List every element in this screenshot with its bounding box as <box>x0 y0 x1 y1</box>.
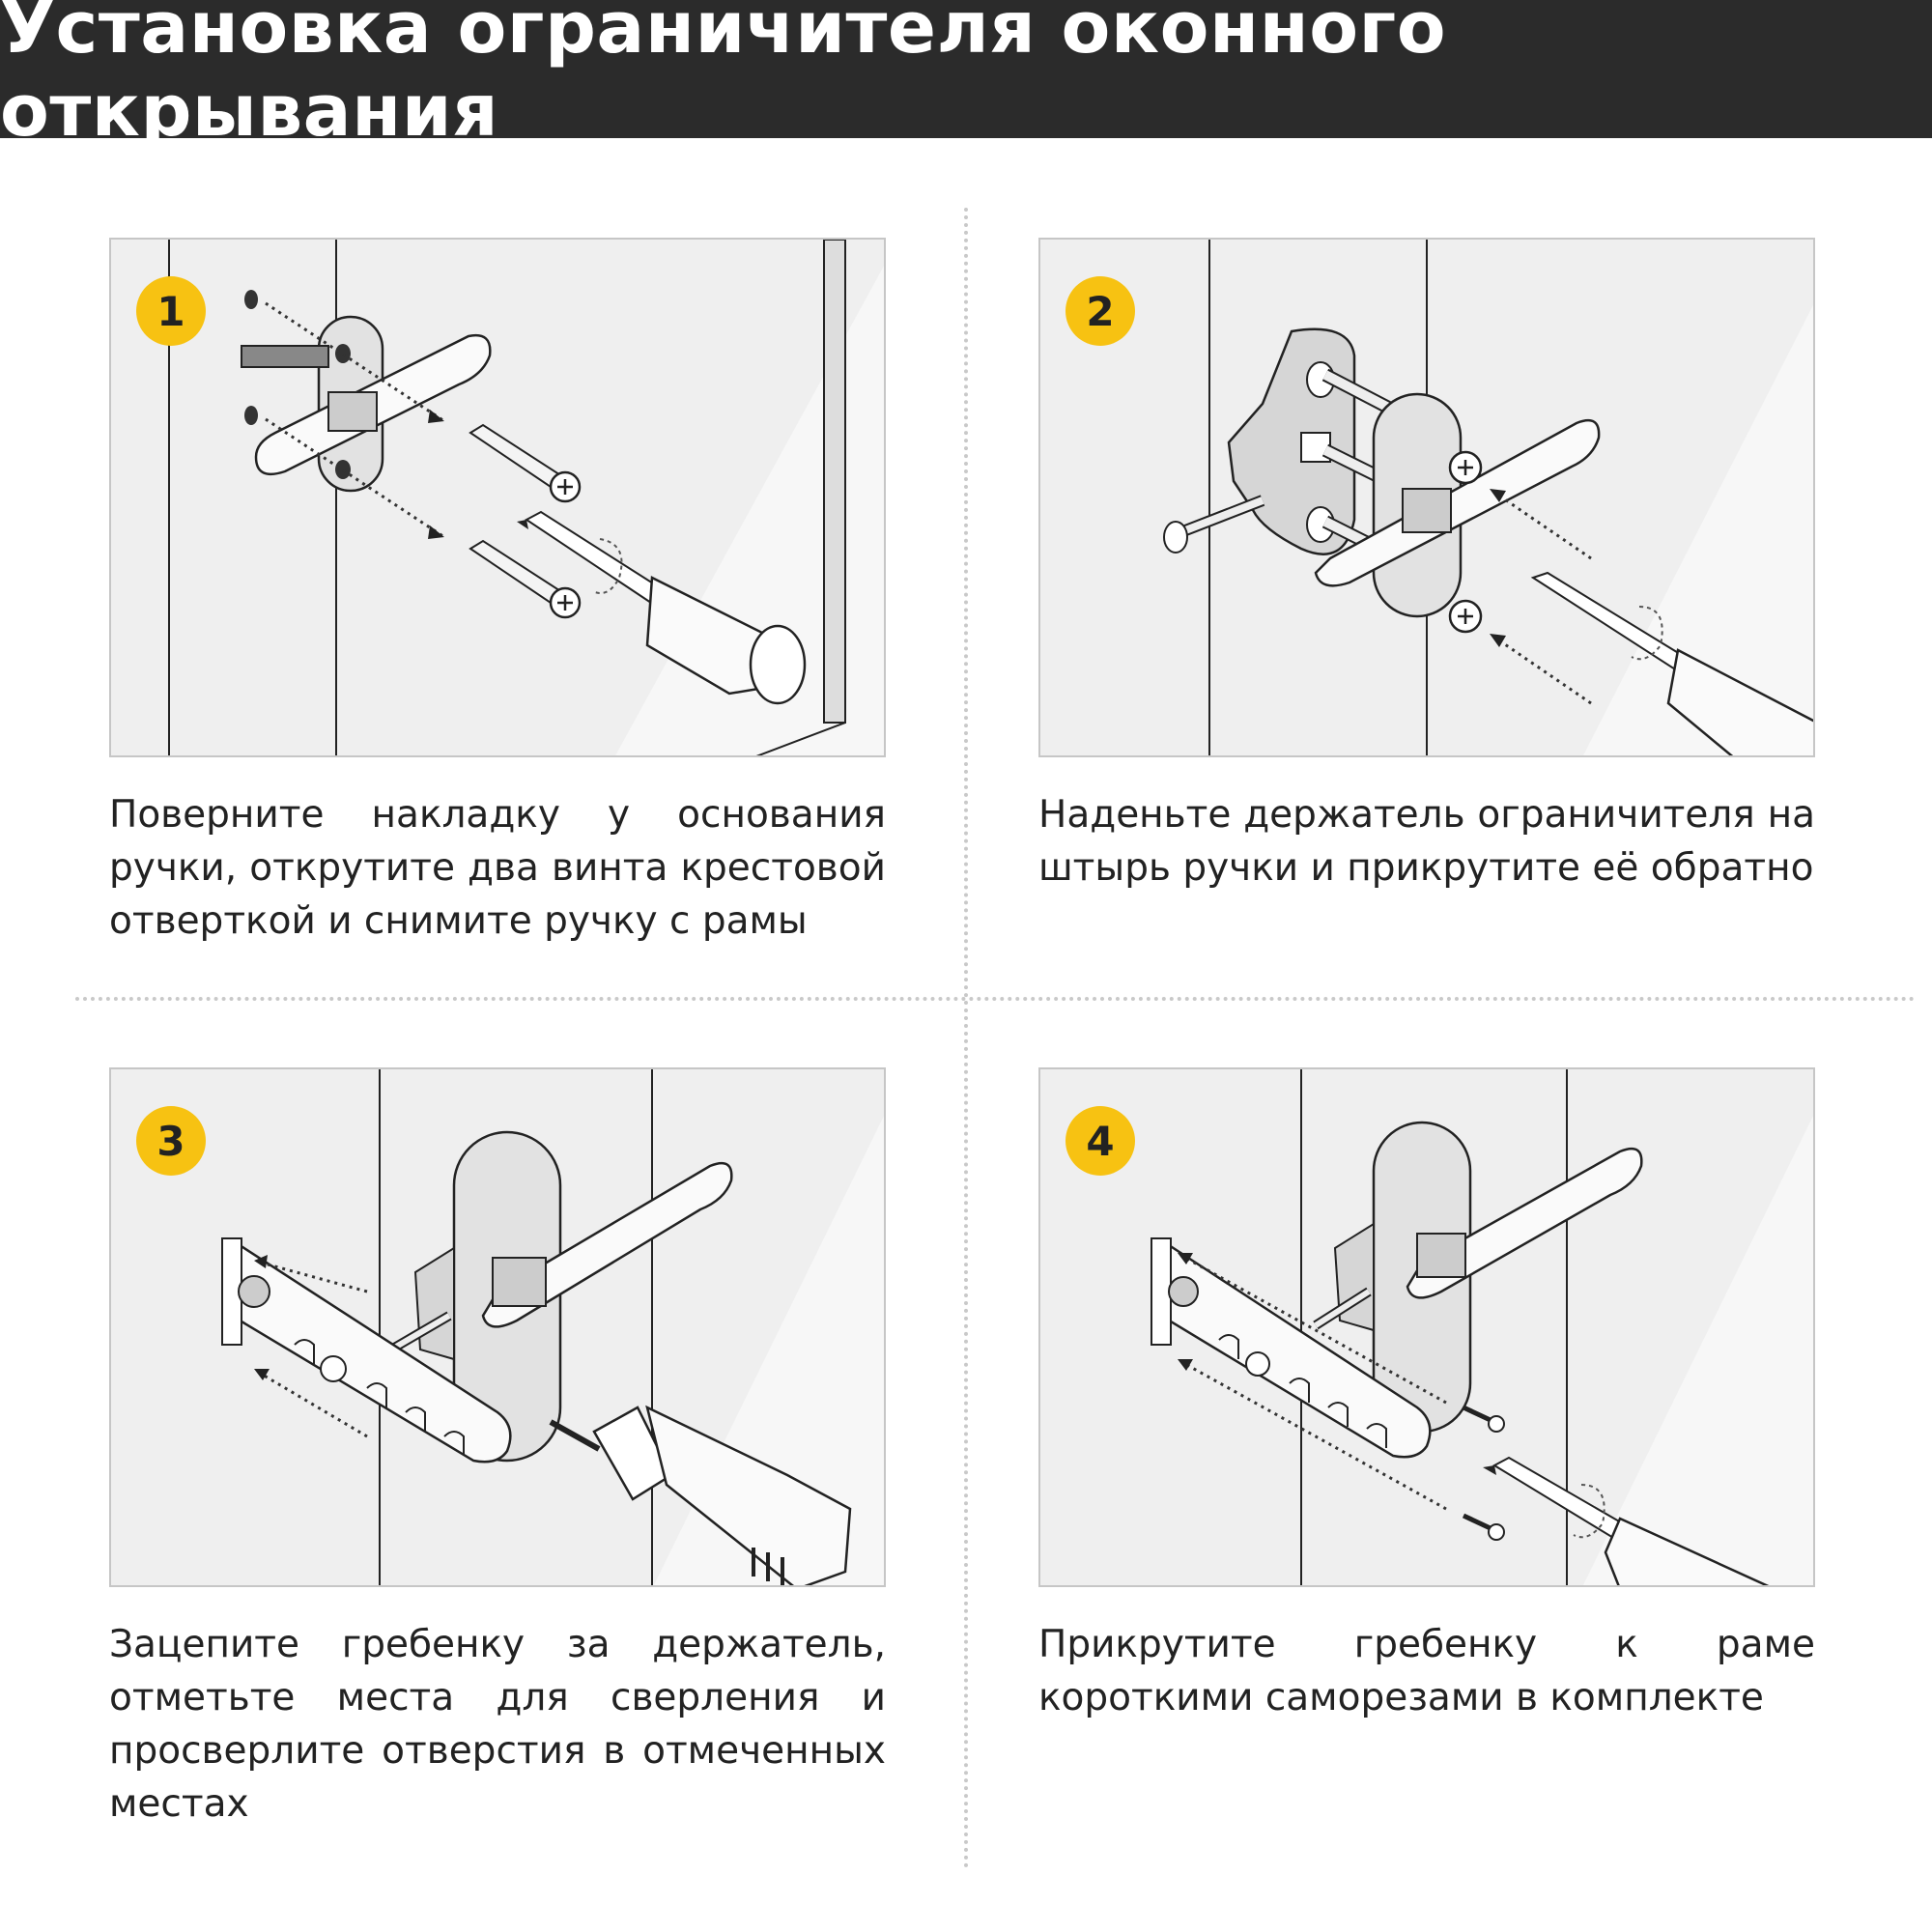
step-2-illustration: 2 <box>1038 238 1815 757</box>
step-4-illustration: 4 <box>1038 1067 1815 1587</box>
comb-fixing-illustration <box>1151 1069 1813 1585</box>
screw-icon <box>469 423 582 503</box>
screw-icon <box>469 539 582 619</box>
drill-icon <box>549 1405 852 1585</box>
vertical-divider <box>964 208 968 1869</box>
screwdriver-icon <box>1530 571 1813 755</box>
handle-removal-illustration <box>168 240 884 755</box>
screw-icon <box>1462 1513 1505 1541</box>
lever-icon <box>1314 418 1601 587</box>
step-4-caption: Прикрутите гребенку к раме короткими сам… <box>1038 1623 1815 1719</box>
screwdriver-icon <box>1483 1456 1770 1585</box>
step-number-badge: 2 <box>1065 276 1135 346</box>
step-1-caption: Поверните накладку у основания ручки, от… <box>109 793 886 943</box>
step-number-badge: 4 <box>1065 1106 1135 1176</box>
page-header: Установка ограничителя оконного открыван… <box>0 0 1932 153</box>
step-number-badge: 1 <box>136 276 206 346</box>
step-2-caption: Наденьте держатель ограничителя на штырь… <box>1038 793 1815 890</box>
screw-icon <box>1462 1405 1505 1433</box>
step-number-badge: 3 <box>136 1106 206 1176</box>
drilling-illustration <box>221 1069 884 1585</box>
step-3-illustration: 3 <box>109 1067 886 1587</box>
step-3-caption: Зацепите гребенку за держатель, отметьте… <box>109 1623 886 1826</box>
page-title: Установка ограничителя оконного открыван… <box>0 0 1447 153</box>
step-1-illustration: 1 <box>109 238 886 757</box>
holder-mount-illustration <box>1163 240 1813 755</box>
screwdriver-icon <box>517 510 807 705</box>
horizontal-divider <box>75 997 1916 1001</box>
limiter-comb-icon <box>1151 1237 1432 1459</box>
limiter-comb-icon <box>221 1237 512 1463</box>
